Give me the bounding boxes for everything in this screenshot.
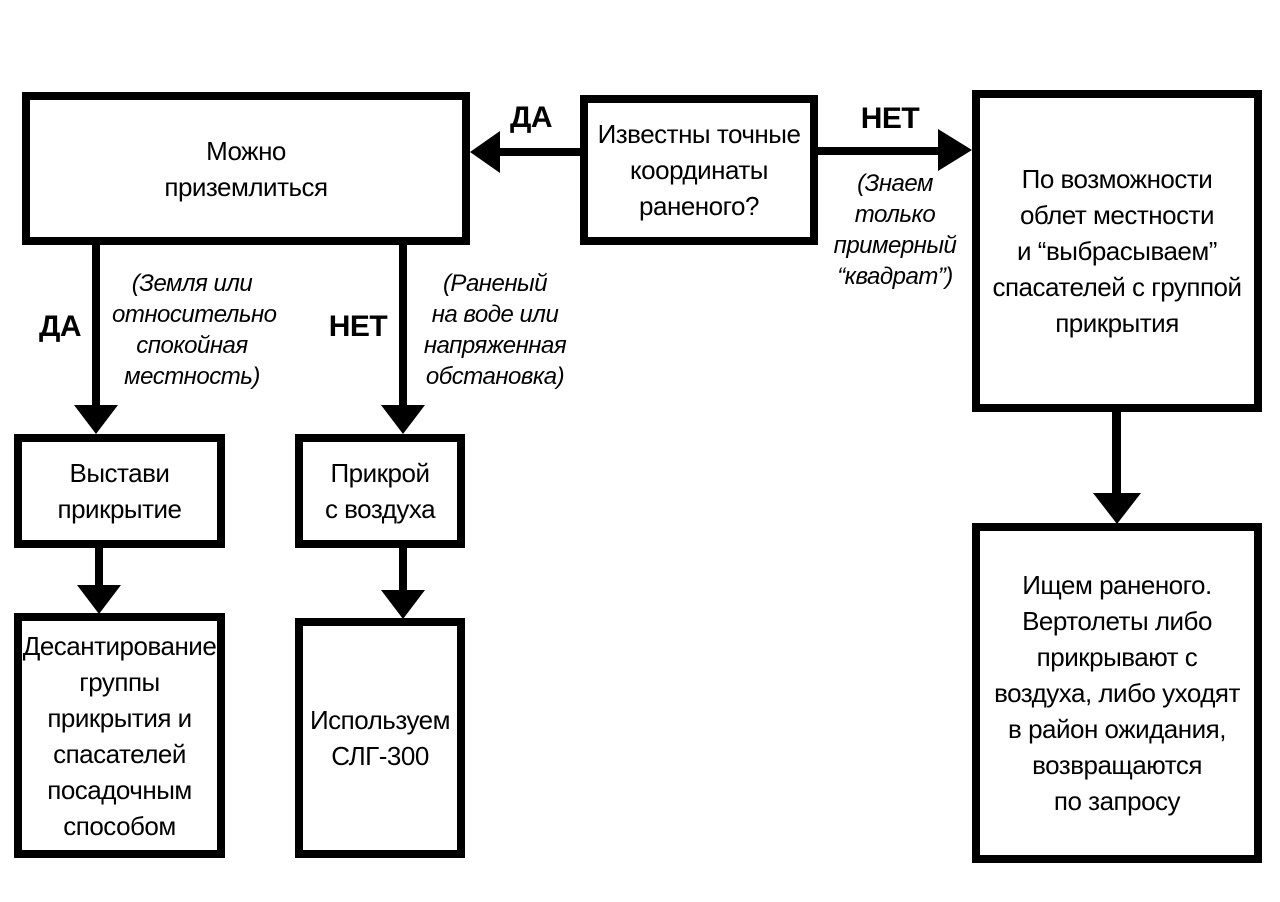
edge-yes-top-label: ДА (509, 101, 553, 134)
arrowhead-left-icon (470, 131, 500, 173)
edge-no-top-line (818, 147, 940, 155)
edge-coverair-slg-line (399, 548, 407, 592)
edge-no-down-line (399, 245, 407, 407)
edge-yes-down-label: ДА (38, 310, 82, 343)
edge-no-down-label: НЕТ (328, 310, 388, 343)
arrowhead-down-icon (381, 590, 425, 619)
edge-yes-down-note: (Земля или относительно спокойная местно… (112, 270, 277, 390)
arrowhead-right-icon (938, 129, 972, 171)
arrowhead-down-icon (74, 405, 118, 434)
arrowhead-down-icon (381, 405, 425, 434)
edge-yes-down-line (92, 245, 100, 407)
arrowhead-down-icon (1093, 493, 1141, 524)
node-set-cover: Выстави прикрытие (14, 434, 225, 548)
edge-no-top-note: (Знаем только примерный “квадрат”) (833, 170, 957, 290)
edge-yes-top-line (498, 148, 580, 156)
node-decision-known-coordinates: Известны точные координаты раненого? (580, 95, 818, 245)
edge-no-down-note: (Раненый на воде или напряженная обстано… (423, 270, 567, 390)
arrowhead-down-icon (77, 585, 121, 614)
node-cover-from-air: Прикрой с воздуха (295, 434, 465, 548)
node-search-wounded: Ищем раненого. Вертолеты либо прикрывают… (972, 523, 1262, 863)
edge-no-top-label: НЕТ (860, 102, 920, 135)
node-can-land: Можно приземлиться (22, 92, 470, 245)
node-use-slg-300: Используем СЛГ-300 (295, 618, 465, 858)
node-landing-party: Десантирование группы прикрытия и спасат… (14, 613, 225, 858)
edge-setcover-landing-line (95, 548, 103, 588)
edge-overfly-search-line (1112, 412, 1121, 496)
node-overfly-area: По возможности облет местности и “выбрас… (972, 90, 1262, 412)
